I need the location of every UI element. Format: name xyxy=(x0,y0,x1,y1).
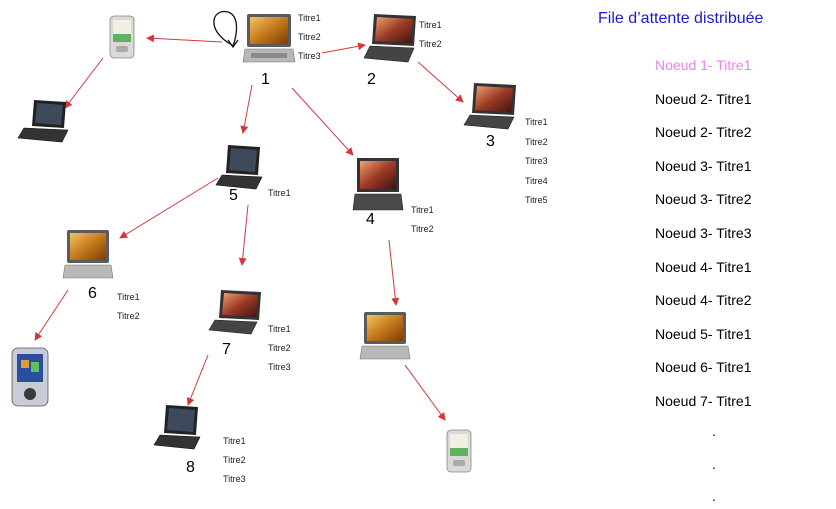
title-item: Titre2 xyxy=(268,343,291,353)
title-item: Titre1 xyxy=(117,292,140,302)
queue-item: Noeud 3- Titre2 xyxy=(655,191,752,208)
pda-device-icon xyxy=(109,15,135,59)
queue-continuation-dot: . xyxy=(712,456,716,472)
title-item: Titre1 xyxy=(411,205,434,215)
arrow-6-to-pda xyxy=(34,289,69,341)
queue-continuation-dot: . xyxy=(712,423,716,439)
arrow-1-to-pda xyxy=(146,34,223,43)
node-5-number: 5 xyxy=(229,187,238,204)
node-2-titles: Titre1 Titre2 xyxy=(419,16,442,54)
node-2-number: 2 xyxy=(367,71,376,88)
laptop-node-3-icon xyxy=(463,83,516,130)
queue-title: File d’attente distribuée xyxy=(598,10,764,27)
title-item: Titre1 xyxy=(268,324,291,334)
node-1-titles: Titre1 Titre2 Titre3 xyxy=(298,9,321,66)
queue-item: Noeud 3- Titre1 xyxy=(655,157,752,174)
title-item: Titre2 xyxy=(411,224,434,234)
arrow-laptop-to-pda xyxy=(404,364,446,421)
arrow-2-to-3 xyxy=(417,61,464,103)
queue-item: Noeud 4- Titre1 xyxy=(655,258,752,275)
node-8-titles: Titre1 Titre2 Titre3 xyxy=(223,432,246,489)
arrow-1-to-2 xyxy=(321,42,366,54)
arrow-1-to-4 xyxy=(291,87,354,156)
title-item: Titre3 xyxy=(525,156,548,166)
queue-continuation-dot: . xyxy=(712,488,716,504)
title-item: Titre1 xyxy=(298,13,321,23)
arrow-7-to-8 xyxy=(186,354,209,406)
queue-item: Noeud 1- Titre1 xyxy=(655,57,752,73)
laptop-node-2-icon xyxy=(363,14,416,63)
title-item: Titre1 xyxy=(268,188,291,198)
title-item: Titre4 xyxy=(525,175,548,186)
queue-item: Noeud 3- Titre3 xyxy=(655,224,752,241)
title-item: Titre3 xyxy=(268,362,291,372)
node-8-number: 8 xyxy=(186,459,195,476)
laptop-client-icon xyxy=(17,100,69,143)
queue-item: Noeud 2- Titre1 xyxy=(655,90,752,107)
queue-list: Noeud 1- Titre1 Noeud 2- Titre1 Noeud 2-… xyxy=(655,55,752,425)
laptop-node-1-icon xyxy=(242,14,296,63)
node-4-titles: Titre1 Titre2 xyxy=(411,201,434,239)
queue-item: Noeud 2- Titre2 xyxy=(655,124,752,141)
self-loop-arrow xyxy=(213,10,238,47)
laptop-client-gold-icon xyxy=(359,312,411,360)
queue-item: Noeud 7- Titre1 xyxy=(655,392,752,409)
laptop-node-5-icon xyxy=(215,145,263,190)
pda-device-icon xyxy=(446,429,472,473)
node-3-number: 3 xyxy=(486,133,495,150)
queue-item: Noeud 4- Titre2 xyxy=(655,292,752,309)
title-item: Titre2 xyxy=(117,311,140,321)
laptop-node-7-icon xyxy=(208,290,261,335)
node-7-number: 7 xyxy=(222,341,231,358)
arrow-5-to-7 xyxy=(238,204,249,266)
title-item: Titre1 xyxy=(223,436,246,446)
title-item: Titre1 xyxy=(419,20,442,30)
arrow-5-to-6 xyxy=(119,177,219,239)
queue-item: Noeud 6- Titre1 xyxy=(655,359,752,376)
arrows xyxy=(34,34,464,421)
title-item: Titre2 xyxy=(298,32,321,42)
title-item: Titre2 xyxy=(525,136,548,147)
arrow-1-to-5 xyxy=(240,84,253,134)
node-4-number: 4 xyxy=(366,211,375,228)
arrow-pda-to-laptop xyxy=(64,57,104,109)
arrow-4-to-laptop xyxy=(388,239,400,306)
node-6-titles: Titre1 Titre2 xyxy=(117,288,140,326)
node-6-number: 6 xyxy=(88,285,97,302)
title-item: Titre5 xyxy=(525,195,548,205)
title-item: Titre1 xyxy=(525,117,548,127)
title-item: Titre3 xyxy=(223,474,246,484)
node-7-titles: Titre1 Titre2 Titre3 xyxy=(268,320,291,377)
self-loop-arrowhead xyxy=(227,39,239,49)
node-5-titles: Titre1 xyxy=(268,184,291,203)
title-item: Titre3 xyxy=(298,51,321,61)
title-item: Titre2 xyxy=(223,455,246,465)
laptop-node-6-icon xyxy=(62,230,114,279)
laptop-node-4-icon xyxy=(352,158,404,211)
title-item: Titre2 xyxy=(419,39,442,49)
queue-item: Noeud 5- Titre1 xyxy=(655,325,752,342)
node-1-number: 1 xyxy=(261,71,270,88)
palm-device-icon xyxy=(11,347,49,407)
laptop-node-8-icon xyxy=(153,405,201,450)
node-3-titles: Titre1 Titre2 Titre3 Titre4 Titre5 xyxy=(525,113,548,211)
